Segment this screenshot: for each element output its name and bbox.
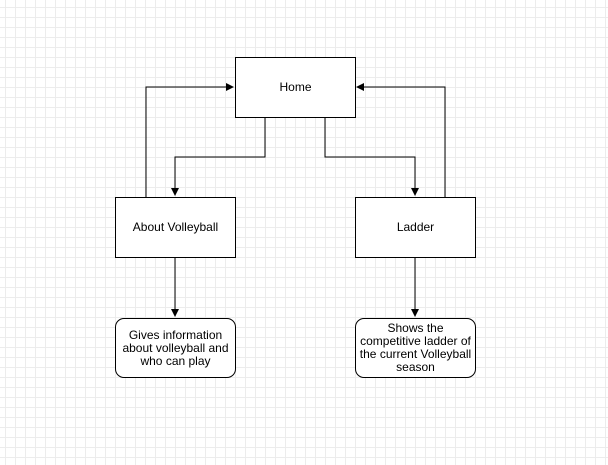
node-home[interactable]: Home [235,57,356,118]
edge-home-to-ladder [324,117,419,196]
node-ladder[interactable]: Ladder [355,197,476,258]
edge-home-to-about [171,117,266,196]
node-home-label: Home [279,80,312,94]
node-ladder-description[interactable]: Shows the competitive ladder of the curr… [355,318,476,378]
node-about-description[interactable]: Gives information about volleyball and w… [115,318,236,378]
node-about-volleyball[interactable]: About Volleyball [115,197,236,258]
node-ladder-label: Ladder [396,220,435,234]
edge-about-to-home [145,83,234,197]
node-about-volleyball-label: About Volleyball [132,220,219,234]
edge-ladder-to-home [356,83,446,197]
node-about-description-label: Gives information about volleyball and w… [122,327,229,368]
node-ladder-description-label: Shows the competitive ladder of the curr… [359,321,472,374]
